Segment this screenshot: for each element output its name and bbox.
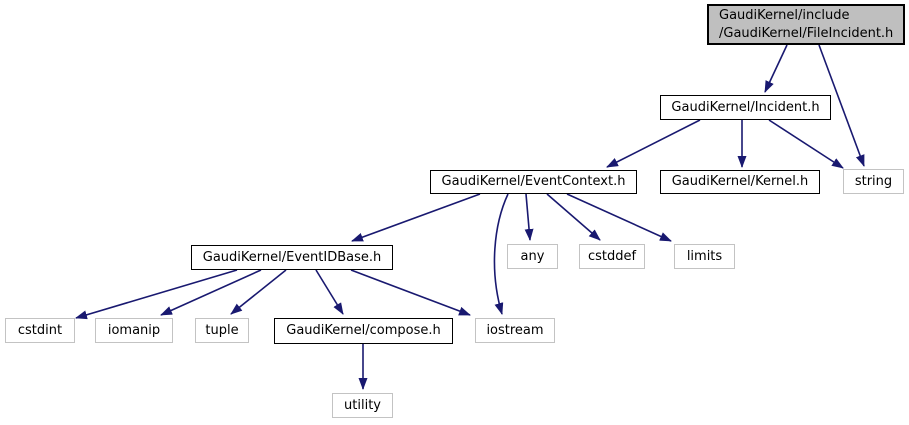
node-cstddef[interactable]: cstddef	[579, 244, 645, 269]
node-label: cstdint	[17, 322, 63, 338]
node-label: GaudiKernel/Kernel.h	[671, 174, 809, 189]
edge-incident-string	[768, 119, 844, 169]
node-kernel[interactable]: GaudiKernel/Kernel.h	[660, 170, 820, 194]
node-iomanip[interactable]: iomanip	[95, 318, 173, 343]
edge-eventidbase-tuple	[230, 269, 287, 315]
node-label: tuple	[205, 322, 239, 338]
node-label: /GaudiKernel/FileIncident.h	[719, 25, 894, 41]
node-label: GaudiKernel/Incident.h	[671, 99, 820, 115]
node-label: GaudiKernel/include	[719, 7, 850, 23]
node-label: GaudiKernel/EventContext.h	[441, 174, 626, 189]
edge-eventidbase-cstdint	[75, 269, 238, 320]
node-label: any	[520, 248, 545, 264]
node-incident[interactable]: GaudiKernel/Incident.h	[660, 95, 831, 120]
edge-fileincident-incident	[764, 44, 788, 93]
edge-incident-eventcontext	[606, 119, 701, 168]
edge-eventcontext-eventidbase	[351, 193, 481, 242]
node-string[interactable]: string	[843, 169, 904, 194]
node-label: string	[854, 173, 893, 189]
node-compose[interactable]: GaudiKernel/compose.h	[274, 318, 453, 344]
node-label: cstddef	[587, 248, 637, 264]
node-label: limits	[686, 248, 723, 264]
node-label: GaudiKernel/compose.h	[286, 323, 441, 338]
node-utility[interactable]: utility	[332, 393, 393, 418]
edge-eventidbase-compose	[315, 269, 344, 315]
node-fileincident[interactable]: GaudiKernel/include /GaudiKernel/FileInc…	[707, 4, 905, 45]
edge-eventcontext-iostream	[493, 193, 509, 315]
edge-eventcontext-any	[524, 193, 534, 241]
edge-eventcontext-cstddef	[546, 193, 601, 241]
node-iostream[interactable]: iostream	[475, 318, 555, 343]
node-eventcontext[interactable]: GaudiKernel/EventContext.h	[430, 170, 637, 194]
node-any[interactable]: any	[507, 244, 558, 269]
node-label: utility	[344, 397, 381, 413]
node-eventidbase[interactable]: GaudiKernel/EventIDBase.h	[191, 245, 393, 270]
node-limits[interactable]: limits	[674, 244, 735, 269]
edge-eventcontext-limits	[566, 193, 672, 242]
edge-eventidbase-iomanip	[160, 269, 262, 316]
node-label: GaudiKernel/EventIDBase.h	[202, 249, 382, 265]
node-tuple[interactable]: tuple	[195, 318, 249, 343]
node-label: iomanip	[107, 322, 161, 338]
node-cstdint[interactable]: cstdint	[5, 318, 75, 343]
edge-eventidbase-iostream	[350, 269, 471, 316]
node-label: iostream	[486, 322, 544, 338]
